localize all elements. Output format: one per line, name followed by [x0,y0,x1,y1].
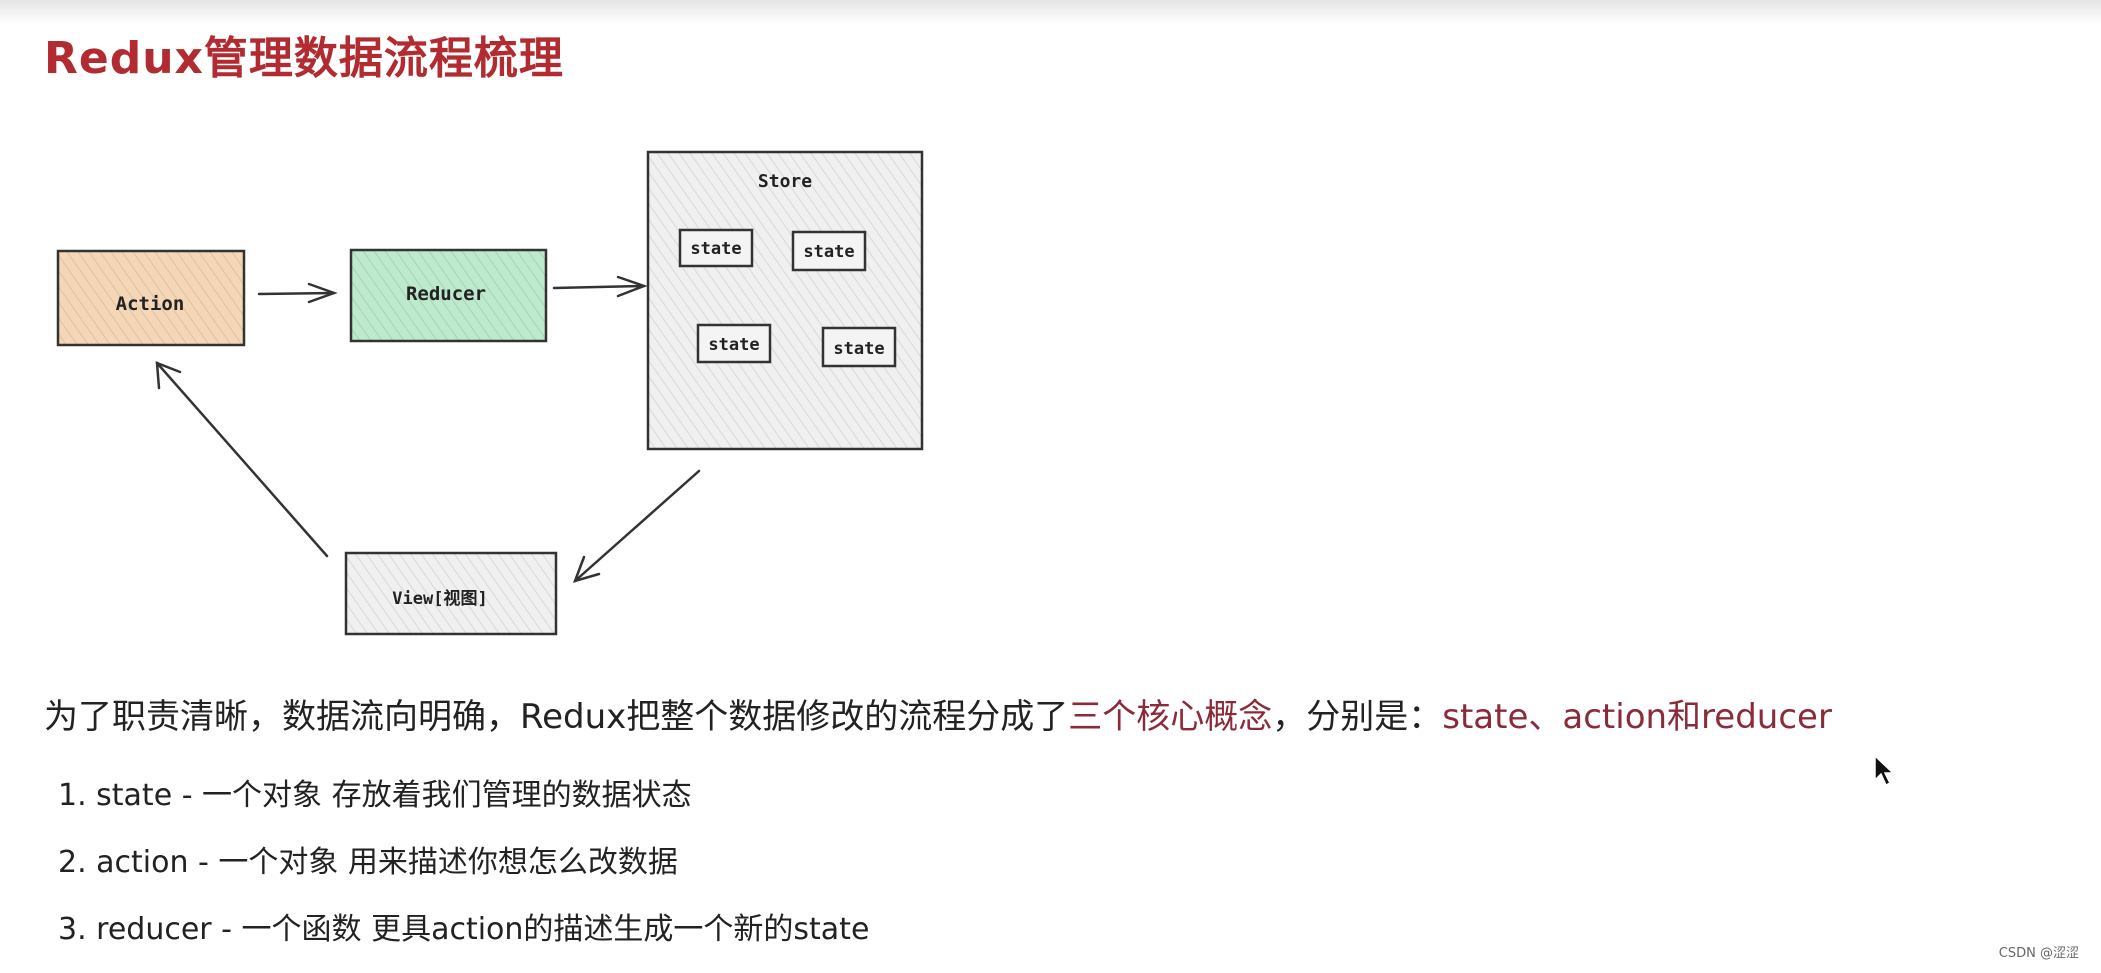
page-title: Redux管理数据流程梳理 [44,33,564,84]
arrow-view-to-action [155,361,329,558]
list-item-action: 2. action - 一个对象 用来描述你想怎么改数据 [58,845,678,880]
action-node: Action [56,249,246,347]
state-box-3: state [696,323,772,364]
state-label-4: state [833,339,884,359]
store-label: Store [758,171,812,192]
reducer-label: Reducer [406,283,486,305]
state-box-4: state [821,326,897,368]
view-label: View[视图] [392,588,487,609]
intro-text-middle: ，分别是： [1272,697,1443,737]
state-label-3: state [708,335,759,355]
store-node: Store state state state state [646,150,924,451]
action-hatch [58,251,244,345]
watermark: CSDN @涩涩 [1998,946,2079,961]
redux-flow-diagram: Action Reducer Store state state state s… [56,150,924,636]
intro-paragraph: 为了职责清晰，数据流向明确，Redux把整个数据修改的流程分成了三个核心概念，分… [44,689,1832,738]
state-label-2: state [803,242,854,262]
store-hatch [648,152,922,449]
view-node: View[视图] [344,551,558,636]
intro-highlight-names: state、action和reducer [1442,697,1832,737]
intro-text-before: 为了职责清晰，数据流向明确，Redux把整个数据修改的流程分成了 [44,697,1069,737]
arrow-store-to-view [572,469,701,583]
action-label: Action [116,293,185,315]
list-item-state: 1. state - 一个对象 存放着我们管理的数据状态 [58,778,692,813]
state-box-1: state [678,228,754,268]
view-hatch [346,553,556,634]
list-item-reducer: 3. reducer - 一个函数 更具action的描述生成一个新的state [58,912,870,947]
reducer-hatch [351,250,546,341]
arrow-reducer-to-store [552,275,648,298]
mouse-cursor-icon [1874,754,1895,787]
top-shade [0,0,2101,24]
reducer-node: Reducer [349,248,548,343]
state-label-1: state [690,239,741,259]
state-box-2: state [791,230,867,272]
intro-highlight-concepts: 三个核心概念 [1068,697,1273,737]
arrow-action-to-reducer [257,282,338,304]
